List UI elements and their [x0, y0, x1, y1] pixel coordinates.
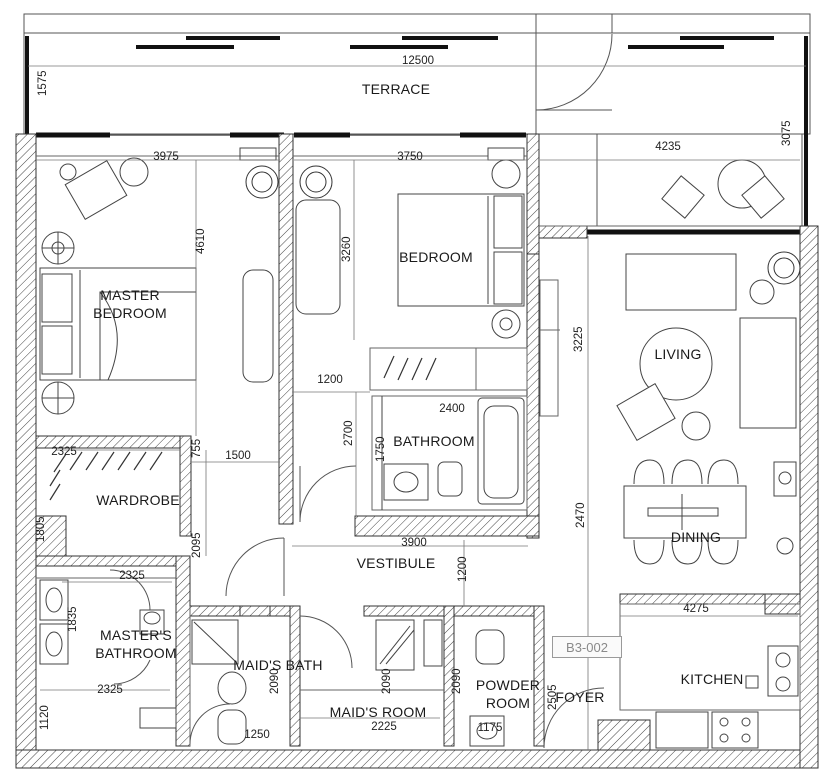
dim-balcony-depth: 3075 — [781, 120, 793, 146]
room-label-vestibule: VESTIBULE — [356, 555, 436, 571]
room-label-foyer: FOYER — [555, 689, 605, 705]
dim-powder-depth: 2090 — [451, 668, 463, 694]
dim-bedroom-depth: 3260 — [341, 236, 353, 262]
dim-hall-depth: 2095 — [191, 532, 203, 558]
dim-vestibule-depth: 1200 — [457, 556, 469, 582]
dim-maids-room-depth: 2090 — [381, 668, 393, 694]
dim-terrace-width: 12500 — [402, 55, 434, 67]
room-label-masters-bathroom: MASTER'S BATHROOM — [95, 627, 176, 662]
room-label-powder-room: POWDER ROOM — [476, 677, 540, 712]
dim-bath-inner: 1750 — [375, 436, 387, 462]
dim-bath-depth: 2700 — [343, 420, 355, 446]
bedroom-bed — [295, 147, 525, 339]
room-label-powder-room-line2: ROOM — [485, 694, 531, 711]
dim-vestibule-width: 3900 — [401, 537, 427, 549]
dim-mbath-width: 2325 — [119, 570, 145, 582]
closet-hangers — [49, 355, 437, 501]
room-label-master-bedroom-line1: MASTER — [100, 287, 160, 303]
dim-corridor-width: 1500 — [225, 450, 251, 462]
room-label-powder-room-line1: POWDER — [475, 677, 541, 693]
room-label-living: LIVING — [654, 346, 702, 362]
room-label-maids-bath: MAID'S BATH — [233, 657, 323, 673]
terrace-railing — [25, 36, 808, 226]
dim-wardrobe-height: 1805 — [35, 516, 47, 542]
dim-wardrobe-width: 2325 — [51, 446, 77, 458]
dim-maids-room-width: 2225 — [371, 721, 397, 733]
dining-table — [623, 459, 797, 565]
plants — [245, 165, 801, 285]
dim-balcony-width: 4235 — [655, 141, 681, 153]
terrace-door-swing — [535, 33, 613, 111]
dim-wardrobe-depth: 755 — [191, 438, 203, 458]
door-swings — [109, 465, 605, 749]
master-bed — [39, 267, 197, 381]
terrace-outline — [23, 13, 811, 226]
dim-mbath-depth: 1835 — [67, 606, 79, 632]
dim-corner-depth: 1120 — [39, 705, 51, 730]
dim-mbath-width-2: 2325 — [97, 684, 123, 696]
dim-master-width: 3975 — [153, 151, 179, 163]
room-label-master-bedroom-line2: BEDROOM — [93, 304, 167, 321]
nightstand-lamps — [41, 147, 277, 415]
dim-maids-bath-depth: 2090 — [269, 668, 281, 694]
room-label-bedroom: BEDROOM — [399, 249, 473, 265]
dimension-lines — [28, 65, 806, 750]
dim-terrace-depth: 1575 — [37, 70, 49, 96]
room-label-masters-bathroom-line2: BATHROOM — [95, 644, 177, 661]
dim-bath-width: 2400 — [439, 403, 465, 415]
room-label-master-bedroom: MASTER BEDROOM — [93, 287, 167, 322]
interior-walls — [35, 133, 801, 751]
wet-room-fixtures — [39, 579, 505, 747]
detail-lines — [36, 155, 801, 746]
room-label-maids-room: MAID'S ROOM — [329, 704, 427, 720]
room-label-kitchen: KITCHEN — [680, 671, 744, 687]
kitchen-fixtures — [655, 645, 799, 749]
dim-powder-width: 1175 — [477, 722, 503, 734]
dim-maids-bath-width: 1250 — [244, 729, 270, 741]
unit-number-tag: B3-002 — [552, 636, 622, 658]
dim-closet-width: 1200 — [317, 374, 343, 386]
dim-living-depth: 3225 — [573, 326, 585, 352]
dim-kitchen-width: 4275 — [683, 603, 709, 615]
living-furniture — [616, 159, 797, 442]
dim-dining-depth: 2470 — [575, 502, 587, 528]
dim-foyer-depth: 2505 — [547, 684, 559, 710]
room-label-terrace: TERRACE — [361, 81, 431, 97]
exterior-walls — [15, 133, 819, 769]
bathroom-fixtures — [381, 396, 525, 510]
room-label-masters-bathroom-line1: MASTER'S — [100, 627, 172, 643]
dim-bedroom-width: 3750 — [397, 151, 423, 163]
room-label-bathroom: BATHROOM — [393, 433, 475, 449]
room-label-wardrobe: WARDROBE — [96, 492, 180, 508]
room-label-dining: DINING — [670, 529, 722, 545]
dim-master-depth: 4610 — [195, 228, 207, 254]
